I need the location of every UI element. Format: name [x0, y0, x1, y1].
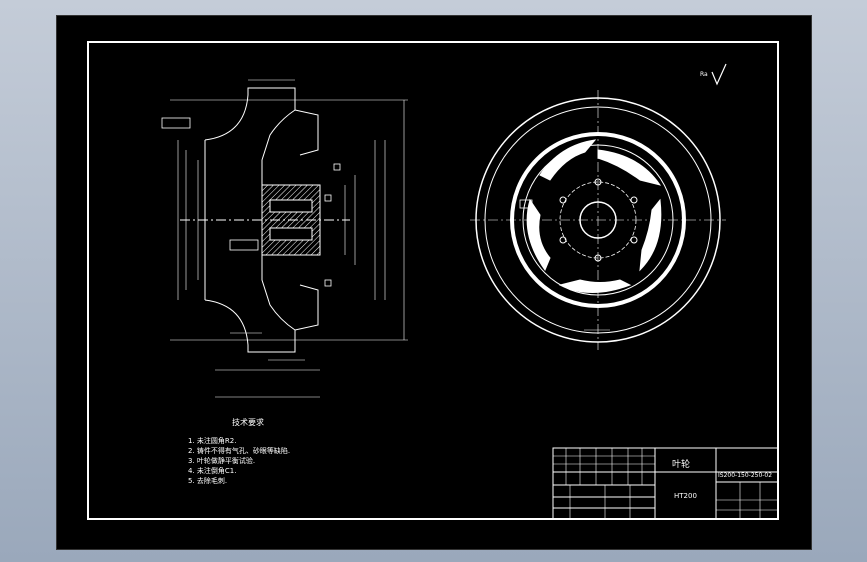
section-view	[161, 79, 408, 398]
shroud-lower	[204, 255, 296, 353]
shroud-upper	[204, 87, 296, 185]
vane-1	[597, 149, 662, 186]
note-2: 2. 铸件不得有气孔、砂眼等缺陷.	[188, 447, 291, 455]
note-4: 4. 未注倒角C1.	[188, 467, 237, 475]
notes-title: 技术要求	[232, 418, 264, 427]
drawing-sheet	[56, 15, 812, 550]
note-5: 5. 去除毛刺.	[188, 477, 228, 485]
vane-4	[526, 198, 551, 272]
hub-bore-upper	[269, 199, 313, 213]
note-3: 3. 叶轮做静平衡试验.	[188, 457, 256, 465]
title-block	[552, 447, 779, 520]
drawing-frame	[87, 41, 779, 520]
note-1: 1. 未注圆角R2.	[188, 437, 237, 445]
vane-3	[558, 279, 632, 293]
material: HT200	[674, 492, 697, 500]
part-name: 叶轮	[672, 460, 691, 470]
vane-5	[539, 139, 597, 181]
back-plate-lower	[294, 284, 319, 331]
drawing-number: IS200-150-250-02	[718, 472, 773, 479]
vane-2	[639, 198, 662, 272]
back-plate-upper	[294, 109, 319, 156]
hub-bore-lower	[269, 227, 313, 241]
roughness-label: Ra	[700, 71, 708, 78]
front-view	[470, 90, 726, 350]
roughness-symbol	[711, 63, 727, 86]
